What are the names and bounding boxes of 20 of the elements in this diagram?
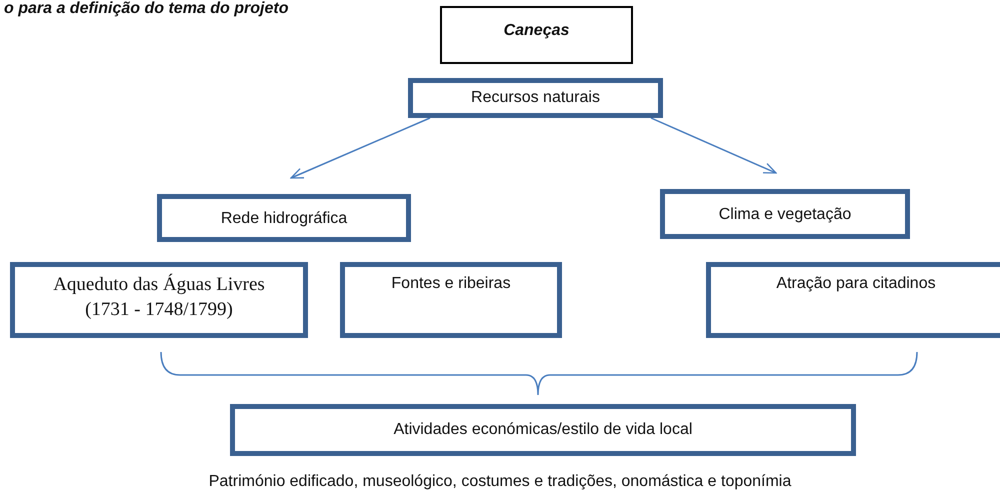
box-label: Recursos naturais: [471, 89, 600, 107]
box-label: Atividades económicas/estilo de vida local: [394, 421, 692, 439]
text-box: [408, 78, 663, 118]
text-box: [157, 194, 411, 242]
note-text: Património edificado, museológico, costumes e tradições, onomástica e toponímia: [208, 473, 792, 491]
heading: o para a definição do tema do projeto: [4, 0, 288, 18]
box-label: Atração para citadinos: [776, 275, 936, 293]
text-box: [440, 6, 633, 64]
box-label: Fontes e ribeiras: [391, 275, 511, 293]
box-label: Aqueduto das Águas Livres (1731 - 1748/1799): [52, 273, 266, 322]
box-label: Caneças: [504, 22, 570, 40]
arrow: [650, 117, 777, 174]
text-box: [340, 262, 562, 338]
text-box: [230, 404, 856, 456]
text-box: [660, 189, 910, 239]
box-label: Rede hidrográfica: [220, 210, 348, 228]
box-label: Clima e vegetação: [718, 206, 852, 224]
text-box: [10, 262, 308, 338]
text-box: [706, 262, 1000, 338]
arrow: [290, 117, 430, 179]
